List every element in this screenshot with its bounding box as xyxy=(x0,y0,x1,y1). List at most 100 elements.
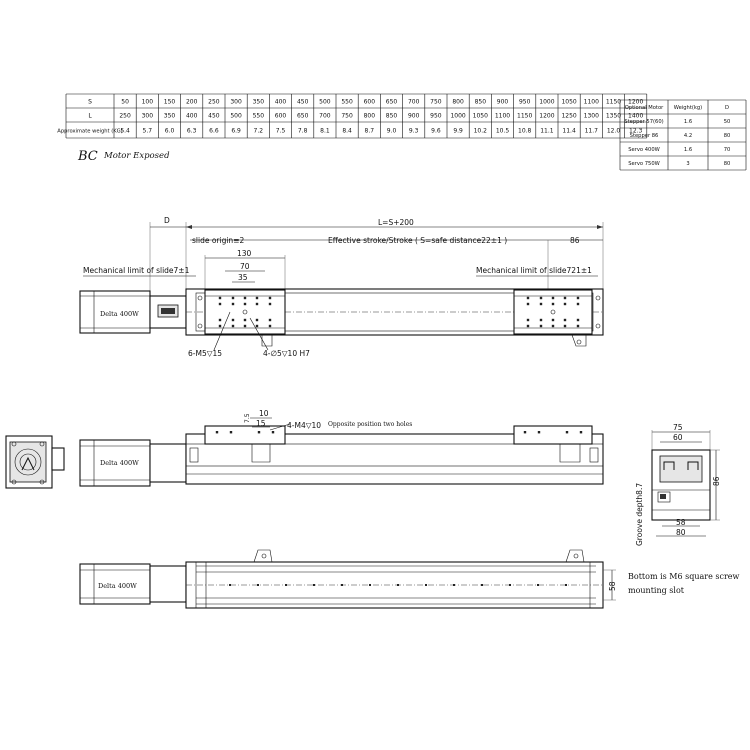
spec-cell: 6.3 xyxy=(187,128,197,135)
spec-cell: 600 xyxy=(364,99,376,106)
spec-cell: 1150 xyxy=(606,99,621,106)
end-dim-60: 60 xyxy=(673,433,683,442)
subtitle-prefix: BC xyxy=(77,149,98,164)
mount-hole xyxy=(218,302,222,306)
spec-cell: 1200 xyxy=(539,113,554,120)
mount-hole xyxy=(255,318,259,322)
spec-cell: 1400 xyxy=(628,113,643,120)
spec-cell: 650 xyxy=(386,99,398,106)
spec-cell: 750 xyxy=(430,99,442,106)
spec-cell: 10.5 xyxy=(496,128,510,135)
mount-hole xyxy=(231,324,235,328)
motor-table-cell: Servo 400W xyxy=(628,147,660,153)
mount-hole xyxy=(539,318,543,322)
spec-cell: 250 xyxy=(119,113,131,120)
spec-cell: 6.6 xyxy=(209,128,219,135)
mount-hole xyxy=(563,318,567,322)
spec-cell: 1300 xyxy=(584,113,599,120)
end-dim-86: 86 xyxy=(712,476,721,486)
spec-cell: 5.7 xyxy=(143,128,153,135)
end-dim-80: 80 xyxy=(676,528,686,537)
dim-15: 15 xyxy=(256,419,266,428)
spec-cell: 11.7 xyxy=(585,128,599,135)
spec-cell: 8.7 xyxy=(365,128,375,135)
bottom-view: Delta 400W 58 Bottom is M6 square screw … xyxy=(79,549,739,609)
mount-hole xyxy=(268,324,272,328)
mount-hole xyxy=(243,324,247,328)
dim-D: D xyxy=(164,216,170,225)
spec-cell: 11.4 xyxy=(562,128,576,135)
spec-cell: 900 xyxy=(408,113,420,120)
spec-cell: 900 xyxy=(497,99,509,106)
motor-table-cell: 70 xyxy=(724,147,731,153)
spec-cell: 9.3 xyxy=(409,128,419,135)
mount-hole xyxy=(576,318,580,322)
mount-hole xyxy=(576,302,580,306)
mount-hole xyxy=(551,318,555,322)
mount-hole xyxy=(218,324,222,328)
spec-cell: 850 xyxy=(475,99,487,106)
spec-cell: 12.0 xyxy=(607,128,621,135)
motor-table-header: Weight(kg) xyxy=(674,105,702,111)
side-hole xyxy=(215,431,219,434)
motor-table-header: D xyxy=(725,105,729,111)
spec-cell: 600 xyxy=(275,113,287,120)
spec-cell: 250 xyxy=(208,99,220,106)
dim-70: 70 xyxy=(240,262,250,271)
mount-hole xyxy=(539,302,543,306)
spec-cell: 1350 xyxy=(606,113,621,120)
mount-hole xyxy=(539,296,543,300)
dim-L: L=S+200 xyxy=(378,218,414,227)
spec-cell: 7.8 xyxy=(298,128,308,135)
motor-table-cell: Stepper 86 xyxy=(630,133,659,139)
slot-mark xyxy=(425,584,427,586)
side-motor-label: Delta 400W xyxy=(100,459,139,467)
spec-cell: 8.4 xyxy=(342,128,352,135)
motor-table-cell: 50 xyxy=(724,119,731,125)
motor-table-cell: 1.6 xyxy=(684,119,692,125)
end-dim-58: 58 xyxy=(676,518,686,527)
mount-hole xyxy=(551,302,555,306)
spec-cell: 300 xyxy=(142,113,154,120)
holes-m5-label: 6-M5▽15 xyxy=(188,349,222,358)
slot-mark xyxy=(369,584,371,586)
mount-hole xyxy=(255,302,259,306)
mount-hole xyxy=(243,296,247,300)
side-hole xyxy=(257,431,261,434)
spec-cell: 200 xyxy=(186,99,198,106)
spec-cell: 150 xyxy=(164,99,176,106)
mount-hole xyxy=(255,296,259,300)
mount-hole xyxy=(268,296,272,300)
spec-cell: 1050 xyxy=(473,113,488,120)
spec-cell: 700 xyxy=(319,113,331,120)
spec-row-label: S xyxy=(88,99,92,106)
top-view: L=S+200 D slide origin≡2 Effective strok… xyxy=(79,216,604,358)
spec-cell: 450 xyxy=(208,113,220,120)
motor-table-cell: Stepper 57(60) xyxy=(624,119,663,125)
bottom-note-2: mounting slot xyxy=(628,586,685,595)
motor-table-cell: 80 xyxy=(724,161,731,167)
side-hole xyxy=(523,431,527,434)
motor-table-cell: 3 xyxy=(686,161,689,167)
side-hole xyxy=(579,431,583,434)
spec-cell: 50 xyxy=(121,99,129,106)
bottom-dim-58: 58 xyxy=(608,581,617,591)
spec-cell: 500 xyxy=(230,113,242,120)
side-note: Opposite position two holes xyxy=(328,421,412,428)
motor-table-header: Optional Motor xyxy=(625,105,664,111)
mech-limit-left: Mechanical limit of slide7±1 xyxy=(83,266,190,275)
mount-hole xyxy=(576,296,580,300)
top-motor-label: Delta 400W xyxy=(100,310,139,318)
spec-cell: 9.9 xyxy=(453,128,463,135)
spec-cell: 9.6 xyxy=(431,128,441,135)
spec-cell: 800 xyxy=(364,113,376,120)
end-dim-75: 75 xyxy=(673,423,683,432)
spec-row-label: L xyxy=(88,113,92,120)
side-hole xyxy=(271,431,275,434)
spec-cell: 6.9 xyxy=(231,128,241,135)
groove-depth-label: Groove depth8.7 xyxy=(635,483,644,546)
spec-cell: 950 xyxy=(519,99,531,106)
spec-cell: 6.0 xyxy=(165,128,175,135)
